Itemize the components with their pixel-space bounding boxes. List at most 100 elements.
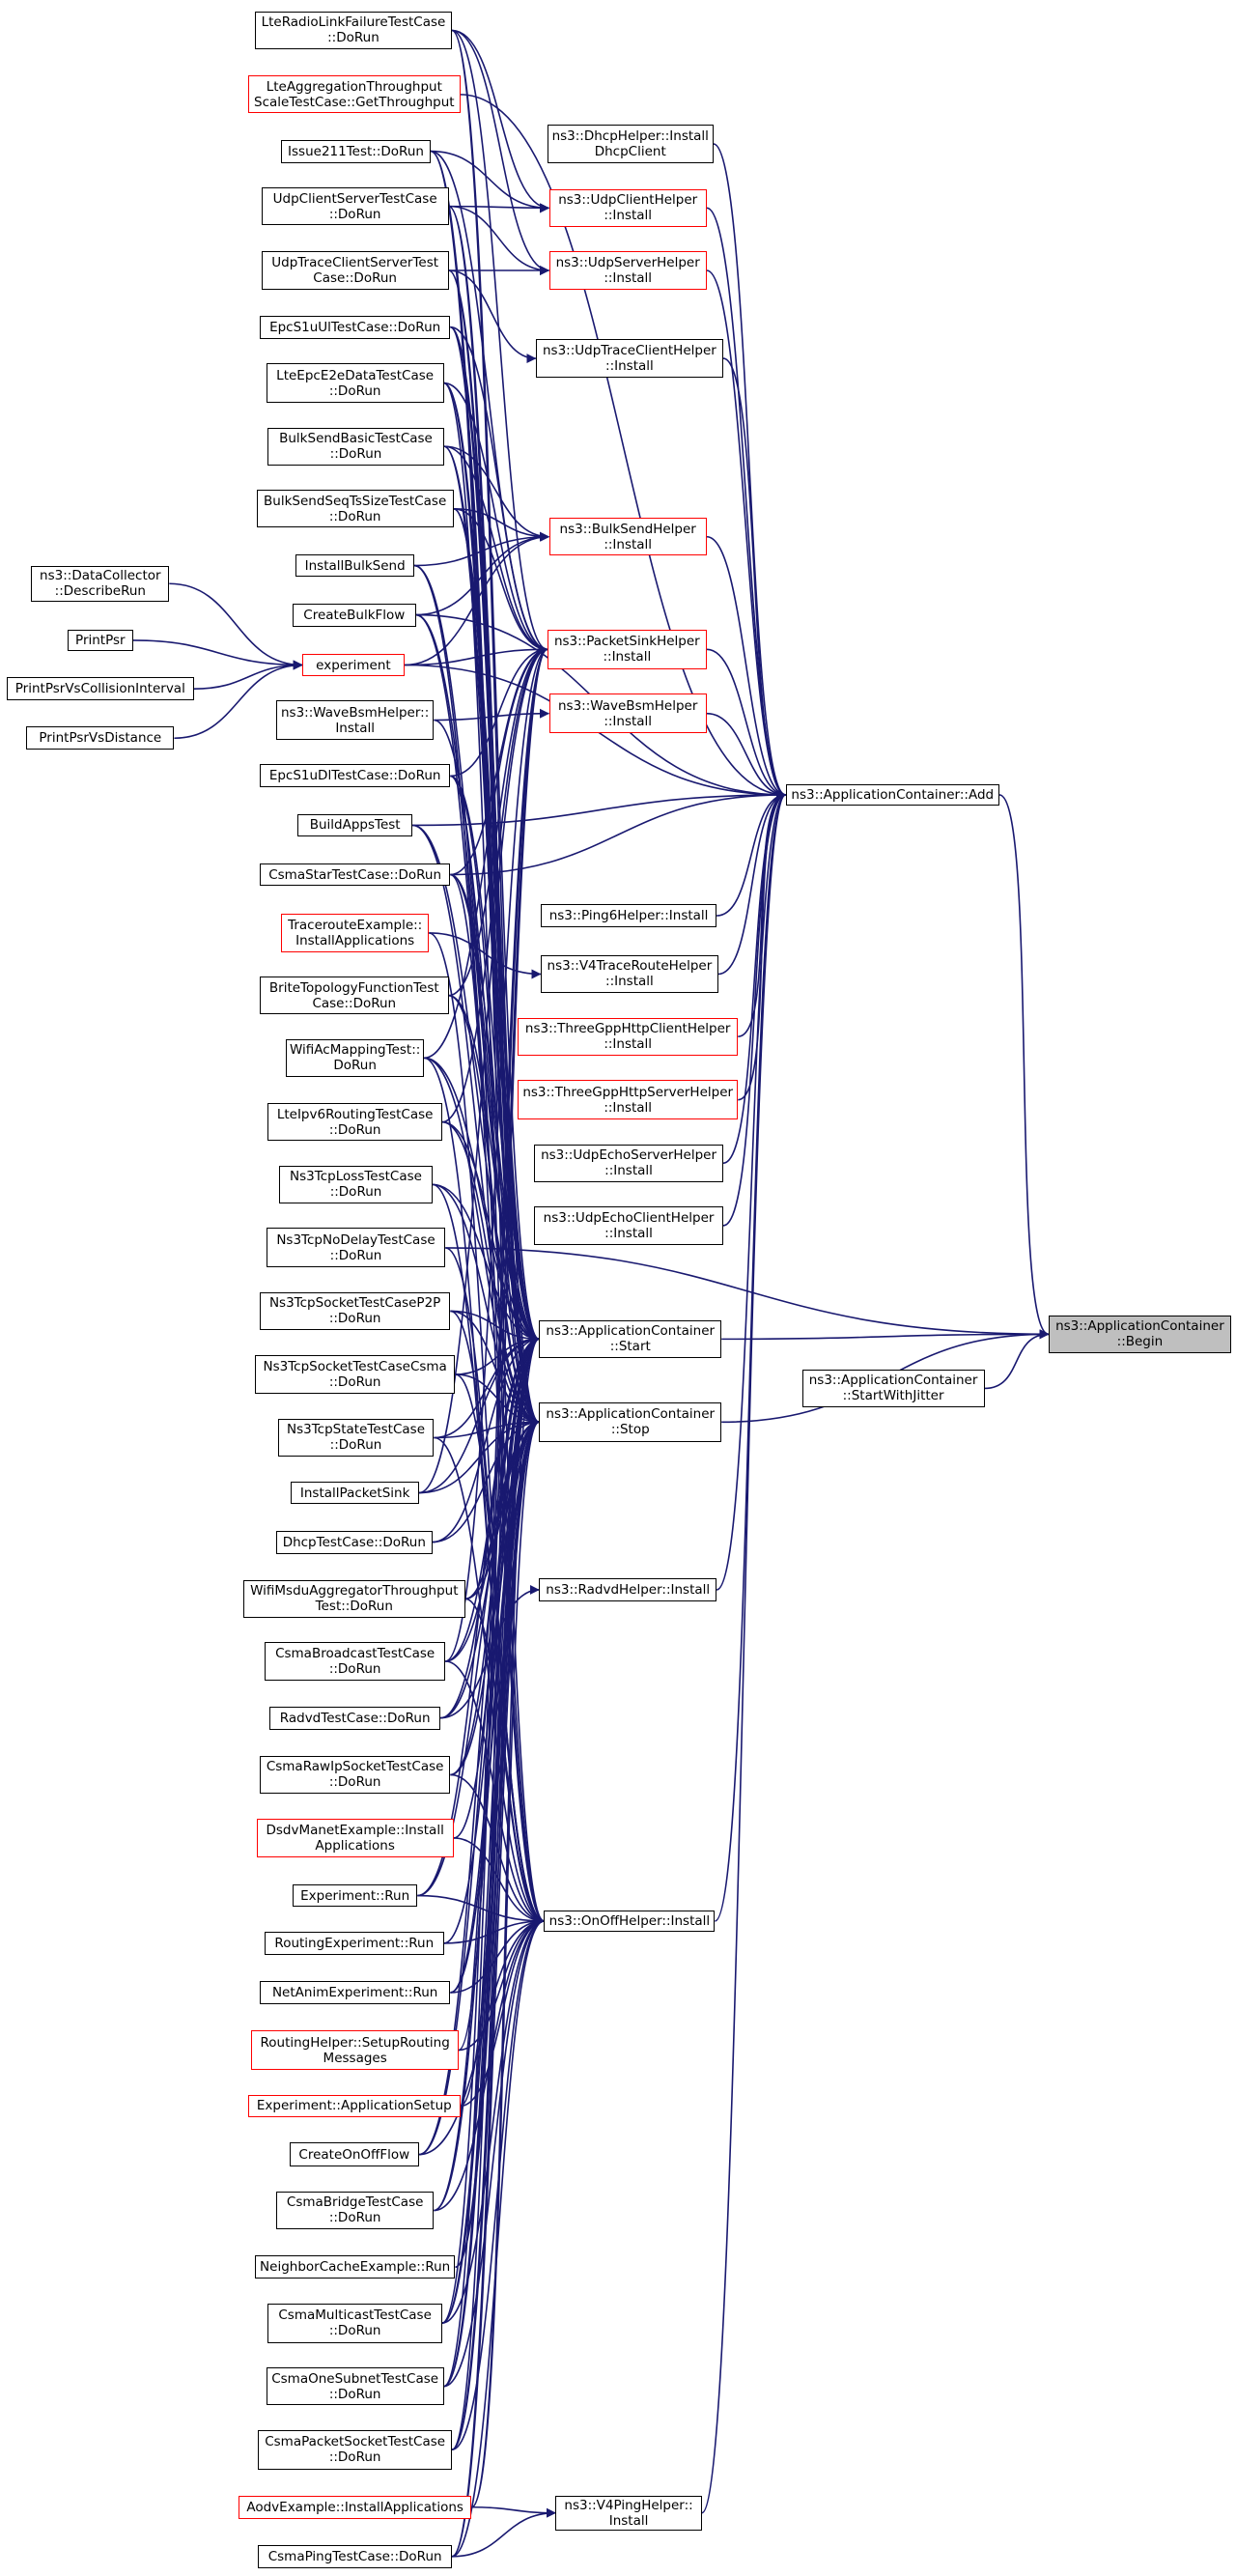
node-label-line: ::DoRun xyxy=(328,2323,381,2339)
node-label-line: ScaleTestCase::GetThroughput xyxy=(254,94,455,110)
node-createonoff[interactable]: CreateOnOffFlow xyxy=(289,2141,420,2167)
node-csmapkt[interactable]: CsmaPacketSocketTestCase::DoRun xyxy=(258,2429,453,2470)
node-udptch[interactable]: ns3::UdpTraceClientHelper::Install xyxy=(535,338,723,379)
node-ppsrd[interactable]: PrintPsrVsDistance xyxy=(26,726,175,750)
node-ppsr[interactable]: PrintPsr xyxy=(67,629,133,652)
node-aodv[interactable]: AodvExample::InstallApplications xyxy=(238,2495,472,2519)
node-waveh[interactable]: ns3::WaveBsmHelper::Install xyxy=(548,694,707,734)
node-instbulk[interactable]: InstallBulkSend xyxy=(295,553,414,578)
node-neighbor[interactable]: NeighborCacheExample::Run xyxy=(254,2255,456,2279)
node-add[interactable]: ns3::ApplicationContainer::Add xyxy=(785,783,999,807)
node-v4ping[interactable]: ns3::V4PingHelper::Install xyxy=(555,2495,702,2531)
node-label-line: ns3::WaveBsmHelper:: xyxy=(281,704,430,721)
node-echos[interactable]: ns3::UdpEchoServerHelper::Install xyxy=(534,1144,723,1182)
edge-routexp-to-stop xyxy=(443,1417,540,1944)
node-csmaraw[interactable]: CsmaRawIpSocketTestCase::DoRun xyxy=(259,1755,451,1794)
edge-csmamc-to-onoff xyxy=(441,1916,545,2324)
node-csmaone[interactable]: CsmaOneSubnetTestCase::DoRun xyxy=(266,2367,444,2406)
node-experiment[interactable]: experiment xyxy=(302,654,405,676)
node-tracert[interactable]: TracerouteExample::InstallApplications xyxy=(281,914,430,952)
node-tcpcsma[interactable]: Ns3TcpSocketTestCaseCsma::DoRun xyxy=(254,1354,456,1395)
node-epcs1dl[interactable]: EpcS1uDlTestCase::DoRun xyxy=(259,764,451,788)
node-label-line: ns3::UdpEchoClientHelper xyxy=(543,1209,715,1226)
node-radvdtest[interactable]: RadvdTestCase::DoRun xyxy=(269,1706,441,1730)
edge-lterlf-to-udpch xyxy=(452,29,550,213)
node-bulkseq[interactable]: BulkSendSeqTsSizeTestCase::DoRun xyxy=(256,490,454,528)
edge-tracert-to-v4tr xyxy=(429,932,542,979)
node-csmabc[interactable]: CsmaBroadcastTestCase::DoRun xyxy=(265,1642,446,1681)
edge-udpcs-to-udpch xyxy=(448,203,550,213)
node-buildapps[interactable]: BuildAppsTest xyxy=(297,813,413,837)
node-label-line: LteAggregationThroughput xyxy=(266,78,442,95)
node-netanim[interactable]: NetAnimExperiment::Run xyxy=(259,1981,451,2004)
node-label-line: Ns3TcpLossTestCase xyxy=(290,1169,422,1185)
node-csmastar[interactable]: CsmaStarTestCase::DoRun xyxy=(259,863,451,887)
node-label-line: CreateBulkFlow xyxy=(303,607,406,623)
node-label-line: ::StartWithJitter xyxy=(842,1388,944,1404)
node-tcpstate[interactable]: Ns3TcpStateTestCase::DoRun xyxy=(277,1418,435,1458)
node-ping6[interactable]: ns3::Ping6Helper::Install xyxy=(541,904,717,927)
node-iss211[interactable]: Issue211Test::DoRun xyxy=(281,139,431,163)
node-label-line: CsmaRawIpSocketTestCase xyxy=(266,1759,444,1775)
node-routexp[interactable]: RoutingExperiment::Run xyxy=(265,1932,444,1955)
node-label-line: Install xyxy=(608,2512,649,2529)
edge-v4tr-to-add xyxy=(717,790,787,976)
node-sinkh[interactable]: ns3::PacketSinkHelper::Install xyxy=(547,629,707,669)
node-epcs1ul[interactable]: EpcS1uUlTestCase::DoRun xyxy=(259,315,451,339)
node-label-line: ::DoRun xyxy=(328,1774,381,1791)
node-label-line: ::Install xyxy=(605,358,654,375)
node-exprun[interactable]: Experiment::Run xyxy=(292,1883,418,1908)
node-label-line: ns3::UdpEchoServerHelper xyxy=(541,1147,717,1164)
node-udpch[interactable]: ns3::UdpClientHelper::Install xyxy=(548,188,707,227)
node-onoff[interactable]: ns3::OnOffHelper::Install xyxy=(544,1910,716,1932)
edge-routhelp-to-onoff xyxy=(458,1915,545,2052)
edge-dhcph-to-add xyxy=(713,143,787,800)
node-label-line: ::DoRun xyxy=(328,1373,381,1390)
node-createbulk[interactable]: CreateBulkFlow xyxy=(292,603,416,627)
node-label-line: ns3::V4PingHelper:: xyxy=(564,2497,693,2513)
node-bulkh[interactable]: ns3::BulkSendHelper::Install xyxy=(548,518,707,556)
edge-csmaraw-to-onoff xyxy=(450,1773,545,1926)
node-tgcli[interactable]: ns3::ThreeGppHttpClientHelper::Install xyxy=(518,1017,739,1056)
node-wifiac[interactable]: WifiAcMappingTest::DoRun xyxy=(286,1038,425,1077)
node-startjit[interactable]: ns3::ApplicationContainer::StartWithJitt… xyxy=(801,1369,985,1407)
node-lteipv6[interactable]: LteIpv6RoutingTestCase::DoRun xyxy=(267,1103,442,1142)
node-dc[interactable]: ns3::DataCollector::DescribeRun xyxy=(31,565,170,602)
node-wavebsm[interactable]: ns3::WaveBsmHelper::Install xyxy=(275,700,435,740)
node-label-line: Ns3TcpSocketTestCaseCsma xyxy=(263,1358,447,1374)
edge-echos-to-add xyxy=(722,790,787,1165)
node-csmabridge[interactable]: CsmaBridgeTestCase::DoRun xyxy=(275,2191,435,2230)
node-dhcptest[interactable]: DhcpTestCase::DoRun xyxy=(275,1530,433,1554)
edge-bulkh-to-add xyxy=(706,535,787,800)
node-tgsrv[interactable]: ns3::ThreeGppHttpServerHelper::Install xyxy=(518,1080,739,1120)
node-instsink[interactable]: InstallPacketSink xyxy=(291,1481,420,1505)
edge-iss211-to-udpch xyxy=(430,150,550,213)
node-csmaping[interactable]: CsmaPingTestCase::DoRun xyxy=(258,2544,453,2568)
node-expapp[interactable]: Experiment::ApplicationSetup xyxy=(248,2094,461,2118)
node-start[interactable]: ns3::ApplicationContainer::Start xyxy=(539,1319,722,1358)
node-v4tr[interactable]: ns3::V4TraceRouteHelper::Install xyxy=(541,954,718,994)
edge-csmastar-to-onoff xyxy=(450,873,545,1926)
node-echoc[interactable]: ns3::UdpEchoClientHelper::Install xyxy=(534,1206,723,1245)
node-lterlf[interactable]: LteRadioLinkFailureTestCase::DoRun xyxy=(254,11,453,50)
node-bulkbasic[interactable]: BulkSendBasicTestCase::DoRun xyxy=(267,427,444,466)
node-stop[interactable]: ns3::ApplicationContainer::Stop xyxy=(539,1401,722,1442)
node-radvdh[interactable]: ns3::RadvdHelper::Install xyxy=(539,1578,717,1601)
edge-csmabc-to-onoff xyxy=(445,1660,545,1926)
node-label-line: ::DoRun xyxy=(329,1184,382,1201)
node-csmamc[interactable]: CsmaMulticastTestCase::DoRun xyxy=(267,2303,442,2343)
node-tcpnod[interactable]: Ns3TcpNoDelayTestCase::DoRun xyxy=(266,1228,446,1268)
node-tcploss[interactable]: Ns3TcpLossTestCase::DoRun xyxy=(279,1165,433,1203)
node-ppsrci[interactable]: PrintPsrVsCollisionInterval xyxy=(6,677,194,701)
node-udpcs[interactable]: UdpClientServerTestCase::DoRun xyxy=(261,187,449,226)
node-lteepc[interactable]: LteEpcE2eDataTestCase::DoRun xyxy=(266,363,444,403)
node-tcpp2p[interactable]: Ns3TcpSocketTestCaseP2P::DoRun xyxy=(259,1291,451,1330)
node-udpsh[interactable]: ns3::UdpServerHelper::Install xyxy=(548,251,707,290)
